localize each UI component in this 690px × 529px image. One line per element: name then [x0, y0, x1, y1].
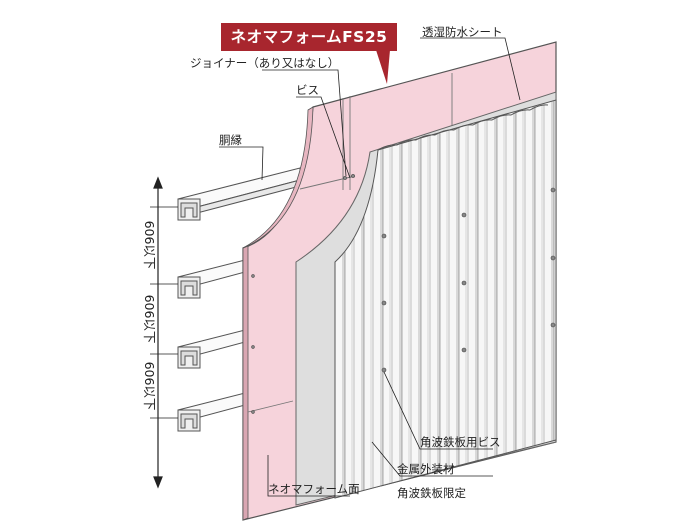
panel-screws: [251, 174, 556, 414]
corrugated-steel-panel: [334, 99, 557, 499]
dimension-label-1: 606以下: [142, 221, 157, 270]
panel-screw-label: 角波鉄板用ビス: [420, 435, 501, 449]
moisture-sheet-label: 透湿防水シート: [422, 25, 503, 39]
title-pointer: [376, 50, 390, 84]
screw-label: ビス: [296, 83, 319, 97]
metal-siding-label: 金属外装材: [397, 462, 455, 476]
furring-strip-1: [177, 167, 301, 221]
furring-strip-3: [177, 329, 246, 369]
dimension-label-3: 606以下: [142, 362, 157, 411]
siding-limited-label: 角波鉄板限定: [397, 486, 466, 500]
furring-strip-4: [177, 392, 246, 432]
jointer-label: ジョイナー（あり又はなし）: [190, 56, 339, 70]
dimension-line: [150, 176, 178, 489]
foam-board-cut-edge: [242, 106, 314, 249]
steel-panel-top-edge: [377, 104, 549, 151]
furring-label: 胴縁: [219, 133, 242, 147]
product-title-badge: ネオマフォームFS25: [221, 23, 397, 51]
dimension-label-2: 606以下: [142, 295, 157, 344]
foam-face-label: ネオマフォーム面: [268, 482, 360, 496]
foam-board-edge: [242, 245, 249, 521]
furring-strip-2: [177, 259, 246, 299]
leader-lines: [219, 37, 521, 497]
